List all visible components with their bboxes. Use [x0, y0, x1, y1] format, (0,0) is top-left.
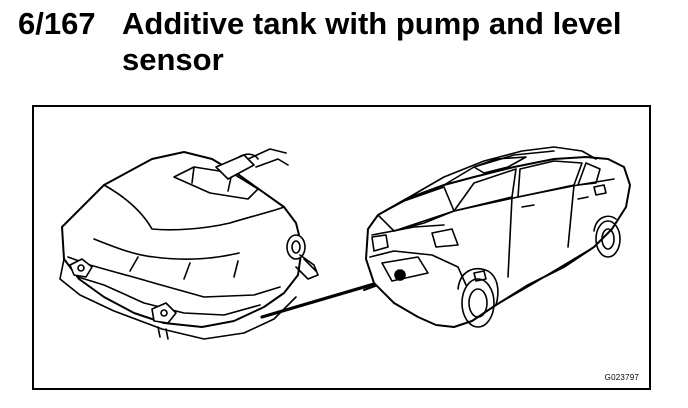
technical-illustration: [59, 146, 631, 340]
page-title: Additive tank with pump and level sensor: [122, 6, 622, 78]
page-heading: 6/167 Additive tank with pump and level …: [18, 6, 678, 78]
sedan-car-icon: [365, 146, 631, 328]
figure-frame: G023797: [32, 105, 651, 390]
additive-tank-icon: [59, 148, 319, 340]
section-number: 6/167: [18, 6, 96, 41]
title-line-1: Additive tank with pump and level: [122, 6, 622, 41]
figure-code: G023797: [604, 373, 639, 382]
title-line-2: sensor: [122, 42, 224, 77]
